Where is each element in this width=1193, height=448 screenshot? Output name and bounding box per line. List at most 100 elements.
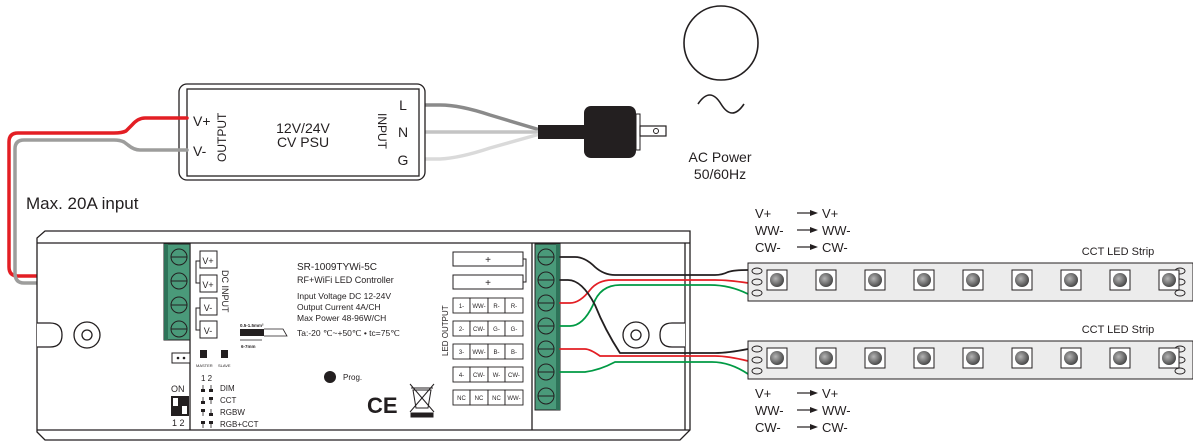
psu-pin-l: L: [399, 97, 407, 113]
led-chip: [864, 347, 886, 369]
dc-terminal-screw-3[interactable]: [170, 296, 188, 314]
wire-strip1-ww: [559, 279, 749, 304]
right-mount-hole-inner: [630, 329, 642, 341]
mode-dim: DIM: [220, 384, 235, 393]
wire-strip2-vplus: [559, 279, 749, 354]
led-chip: [1060, 347, 1082, 369]
dc-terminal-screw-1[interactable]: [170, 248, 188, 266]
output-table-row: 3-WW-B-B-: [452, 343, 524, 360]
mode-cct: CCT: [220, 396, 237, 405]
wire-gauge-label: 0.5-1.5mm²: [240, 323, 264, 328]
output-wires: [559, 256, 749, 375]
output-table-cell: WW-: [472, 350, 485, 356]
led-chip: [962, 269, 984, 291]
psu-pin-g: G: [398, 152, 409, 168]
solder-pad: [1174, 289, 1186, 297]
left-mount-hole-inner: [81, 329, 93, 341]
dip-position-icon: [201, 397, 205, 404]
output-terminal-screw-3[interactable]: [537, 294, 555, 312]
dip-top-numbers: 1 2: [201, 374, 213, 383]
mode-rgb-cct: RGB+CCT: [220, 420, 259, 429]
output-table-cell: R-: [511, 304, 517, 310]
plug-cable: [538, 125, 588, 139]
output-table-cell: R-: [493, 304, 499, 310]
weee-bin-icon: [409, 383, 435, 418]
wire-strip-icon: [240, 329, 264, 336]
plus-label-2: +: [485, 278, 491, 289]
controller-subtitle: RF+WiFi LED Controller: [297, 275, 394, 285]
solder-pad: [751, 289, 763, 297]
right-mount-hole: [622, 321, 650, 349]
led-chip: [1158, 347, 1180, 369]
output-table-cell: G-: [511, 327, 518, 333]
strip-pin-mapping: V+V+WW-WW-CW-CW-: [755, 386, 851, 435]
led-output-label: LED OUTPUT: [441, 305, 450, 356]
ac-power-symbol: AC Power 50/60Hz: [683, 5, 759, 182]
dip-on-label: ON: [171, 384, 185, 394]
output-table-cell: NC: [492, 396, 501, 402]
output-terminal-screw-4[interactable]: [537, 317, 555, 335]
led-chip: [1109, 269, 1131, 291]
slave-switch-icon: [221, 350, 228, 358]
mapping-source: CW-: [755, 420, 781, 435]
mapping-source: V+: [755, 386, 771, 401]
output-terminal-screw-1[interactable]: [537, 248, 555, 266]
dip-position-icon: [201, 421, 205, 428]
spec-max-power: Max Power 48-96W/CH: [297, 313, 386, 323]
output-table-cell: WW-: [472, 304, 485, 310]
mode-rgbw: RGBW: [220, 408, 245, 417]
mapping-target: CW-: [822, 240, 848, 255]
solder-pad: [751, 345, 763, 353]
led-strip-2: CCT LED Strip: [747, 324, 1193, 380]
led-strip-1: CCT LED Strip: [747, 246, 1193, 302]
output-terminal-screw-7[interactable]: [537, 387, 555, 405]
arrow-icon: [797, 210, 818, 216]
led-output-labels: + + LED OUTPUT 1-WW-R-R-2-CW-G-G-3-WW-B-…: [441, 251, 527, 406]
wire-live: [419, 103, 542, 132]
output-terminal-screw-5[interactable]: [537, 340, 555, 358]
psu-output-label: OUTPUT: [215, 112, 229, 162]
arrow-icon: [797, 390, 818, 396]
plug-prong-hole: [653, 128, 659, 134]
dc-pin-4: V-: [204, 326, 213, 336]
strip-title: CCT LED Strip: [1082, 246, 1155, 258]
dc-input-label: DC INPUT: [220, 270, 230, 313]
output-table-cell: 2-: [459, 327, 464, 333]
output-table-cell: 4-: [459, 373, 464, 379]
link-port: [171, 352, 191, 364]
left-mount-slot: [37, 322, 63, 348]
dc-terminal-screw-4[interactable]: [170, 320, 188, 338]
mapping-target: WW-: [822, 223, 851, 238]
psu-title: 12V/24V: [276, 120, 330, 136]
mapping-target: V+: [822, 386, 838, 401]
psu-inner: [186, 88, 420, 177]
led-output-terminal: [534, 243, 561, 411]
spec-temperature: Ta:-20 ℃~+50℃ • tc=75℃: [297, 328, 400, 338]
solder-pad: [751, 278, 763, 286]
output-terminal-screw-2[interactable]: [537, 271, 555, 289]
wire-strip1-vplus: [559, 256, 749, 276]
dip-position-icon: [209, 421, 213, 428]
wire-strip1-cw: [559, 284, 749, 327]
output-table-cell: 1-: [459, 304, 464, 310]
controller-info: SR-1009TYWi-5C RF+WiFi LED Controller In…: [240, 262, 400, 349]
output-terminal-screw-6[interactable]: [537, 363, 555, 381]
led-chip: [815, 269, 837, 291]
solder-pad: [751, 267, 763, 275]
strip-length-label: 6-7mm: [241, 344, 256, 349]
master-slave-area: MASTER SLAVE ON 1 2 1 2 DIM CCT RGBW RGB…: [171, 350, 259, 429]
output-table-cell: W-: [493, 373, 501, 379]
psu-unit: 12V/24V CV PSU V+ V- OUTPUT INPUT L N G: [178, 83, 426, 181]
solder-pad: [751, 367, 763, 375]
prog-button[interactable]: [324, 371, 336, 383]
dc-terminal-screw-2[interactable]: [170, 272, 188, 290]
output-table-cell: WW-: [507, 396, 520, 402]
prog-label: Prog.: [343, 373, 362, 382]
led-chip: [1158, 269, 1180, 291]
dip-position-icon: [201, 409, 205, 416]
ce-mark: CE: [367, 393, 398, 418]
wire-strip2-cw: [559, 361, 749, 375]
dip-position-icon: [209, 385, 213, 392]
